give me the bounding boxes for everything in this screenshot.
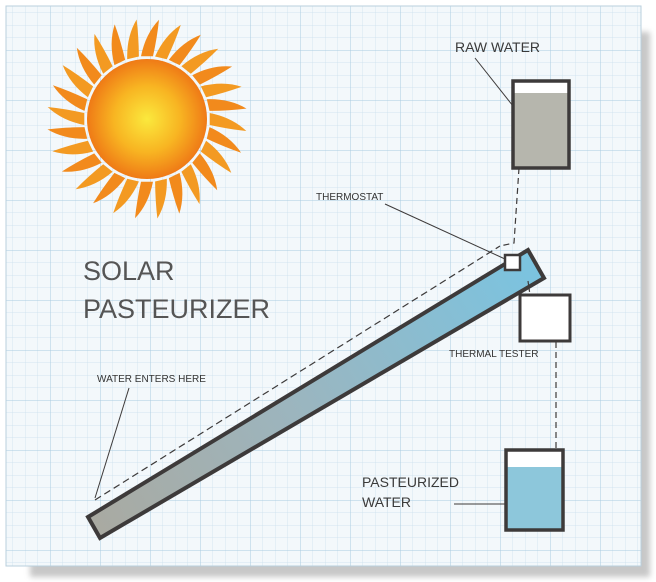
tester-pipe-upper	[527, 280, 531, 296]
inlet-pipe	[94, 245, 501, 501]
sun-ray	[94, 33, 113, 74]
title-line-2: PASTEURIZER	[83, 294, 270, 324]
sun-ray	[200, 140, 232, 173]
pasteurized-label-line-1: PASTEURIZED	[362, 474, 459, 490]
title-line-1: SOLAR	[83, 256, 175, 286]
sun-ray	[62, 65, 94, 98]
thermal-tester-label: THERMAL TESTER	[449, 349, 538, 360]
sun-ray	[155, 178, 167, 219]
thermostat-leader	[384, 203, 506, 260]
sun-ray	[135, 181, 153, 219]
pasteurized-headspace	[506, 450, 563, 467]
raw-water-outline	[511, 79, 571, 170]
sun-ray	[168, 172, 183, 214]
raw-water-fill	[513, 93, 569, 168]
water-enters-label: WATER ENTERS HERE	[97, 374, 206, 385]
sun-ray	[93, 172, 126, 204]
pasteurized-water-fill	[506, 467, 563, 530]
water-enters-leader	[94, 387, 130, 499]
sun-ray	[75, 164, 113, 190]
sun-ray	[181, 164, 200, 205]
sun-ray	[47, 107, 85, 125]
raw-water-container	[511, 79, 571, 170]
sun-ray	[113, 178, 139, 214]
sun-ray	[52, 85, 88, 111]
collector-tube	[85, 247, 547, 541]
pasteurized-label-line-2: WATER	[362, 494, 411, 510]
sun-ray	[155, 24, 181, 60]
raw-water-leader	[474, 57, 514, 107]
sun-ray	[209, 113, 247, 131]
sun-ray	[127, 19, 139, 60]
raw-water-pipe	[499, 167, 520, 247]
sun-ray	[192, 66, 233, 85]
sun-ray	[76, 47, 102, 85]
sun-disc	[87, 59, 207, 179]
sun-ray	[141, 19, 159, 57]
thermal-tester-box	[518, 293, 572, 343]
sun-ray	[206, 99, 247, 111]
sun-ray	[47, 127, 88, 139]
sun-ray	[200, 83, 242, 98]
sun-ray	[52, 140, 94, 155]
raw-water-label: RAW WATER	[455, 39, 540, 55]
sun-ray	[168, 34, 201, 66]
sun-ray	[61, 153, 102, 172]
raw-water-headspace	[513, 81, 569, 93]
sun-ray	[192, 153, 218, 191]
paper-border	[5, 5, 642, 567]
sun-ray	[206, 127, 242, 153]
pasteurized-water-outline	[504, 448, 565, 532]
thermostat-box	[503, 253, 522, 272]
sun-icon	[47, 19, 247, 219]
sun-ray	[181, 48, 219, 74]
sun-ray	[111, 24, 126, 66]
thermostat-label: THERMOSTAT	[316, 192, 383, 203]
pasteurized-water-container	[504, 448, 565, 532]
